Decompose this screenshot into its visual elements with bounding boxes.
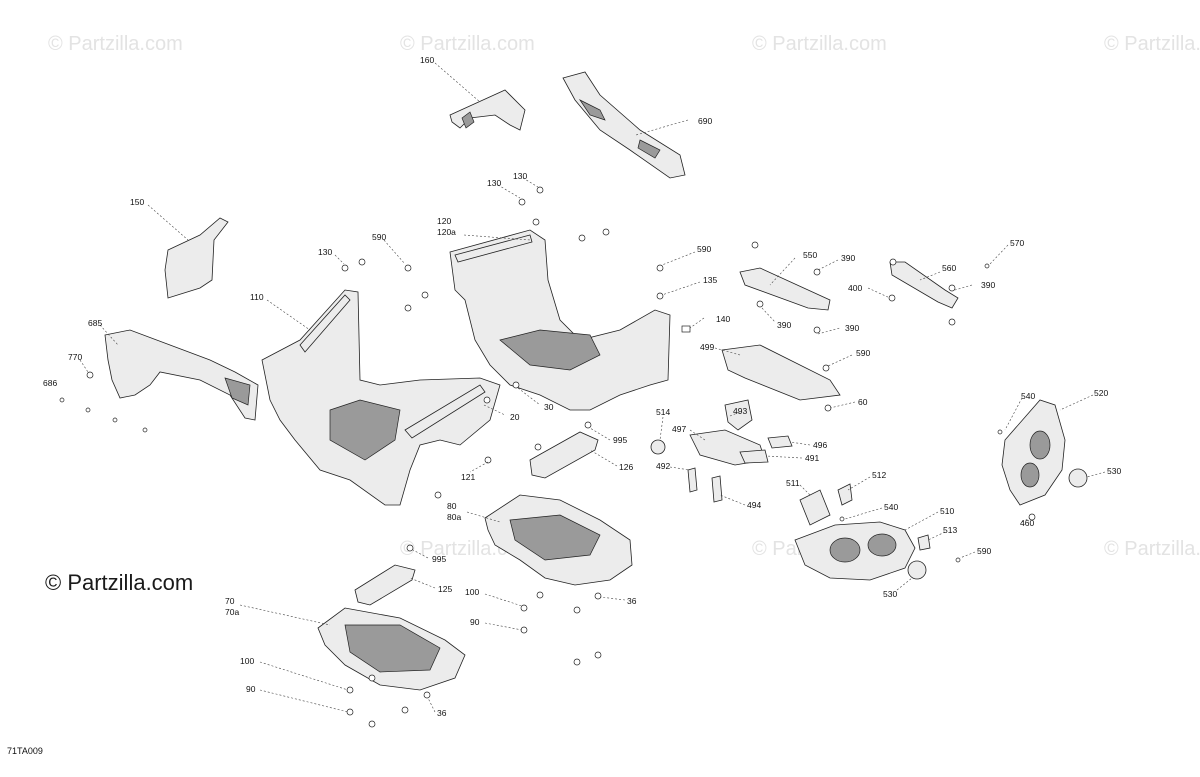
- part-499-plate: [721, 344, 841, 401]
- callout-20: 20: [510, 412, 520, 422]
- callout-80a: 80a: [447, 512, 461, 522]
- fastener-group: [59, 186, 1036, 728]
- callout-160: 160: [420, 55, 434, 65]
- callout-80: 80: [447, 501, 457, 511]
- partzilla-watermark: © Partzilla.com: [45, 570, 194, 595]
- part-550-brace: [739, 267, 831, 311]
- callout-120: 120: [437, 216, 451, 226]
- part-80-frame: [484, 494, 633, 586]
- callout-496: 496: [813, 440, 827, 450]
- part-125-bracket: [354, 564, 416, 606]
- callout-770: 770: [68, 352, 82, 362]
- part-70-grate: [317, 607, 466, 691]
- part-685-panel: [104, 329, 259, 421]
- callout-130: 130: [487, 178, 501, 188]
- callout-540: 540: [1021, 391, 1035, 401]
- callout-514: 514: [656, 407, 670, 417]
- part-690-side-cover: [562, 71, 686, 179]
- diagram-code: 71TA009: [7, 746, 43, 756]
- callout-labels: 160 690 150 130 130 120 120a 130 590 110…: [43, 55, 1121, 718]
- callout-100: 100: [465, 587, 479, 597]
- callout-512: 512: [872, 470, 886, 480]
- callout-150: 150: [130, 197, 144, 207]
- part-120-footwell: [449, 229, 671, 411]
- callout-70a: 70a: [225, 607, 239, 617]
- callout-686: 686: [43, 378, 57, 388]
- callout-590: 590: [697, 244, 711, 254]
- part-126-bracket: [529, 431, 599, 479]
- callout-590: 590: [856, 348, 870, 358]
- callout-511: 511: [786, 478, 800, 488]
- callout-499: 499: [700, 342, 714, 352]
- callout-530: 530: [883, 589, 897, 599]
- leader-lines: [79, 62, 1106, 713]
- watermark-text: © Partzilla.com: [48, 33, 183, 55]
- part-510-headlight: [794, 483, 931, 581]
- callout-460: 460: [1020, 518, 1034, 528]
- callout-400: 400: [848, 283, 862, 293]
- callout-120a: 120a: [437, 227, 456, 237]
- callout-995: 995: [432, 554, 446, 564]
- watermark-text: © Partzilla.com: [400, 33, 535, 55]
- callout-530: 530: [1107, 466, 1121, 476]
- callout-36: 36: [437, 708, 447, 718]
- callout-560: 560: [942, 263, 956, 273]
- callout-510: 510: [940, 506, 954, 516]
- callout-135: 135: [703, 275, 717, 285]
- callout-497: 497: [672, 424, 686, 434]
- part-150-cover: [164, 217, 229, 299]
- callout-36: 36: [627, 596, 637, 606]
- callout-90: 90: [470, 617, 480, 627]
- callout-125: 125: [438, 584, 452, 594]
- part-160-cover: [449, 89, 526, 131]
- part-490s-group: [650, 399, 793, 503]
- callout-540: 540: [884, 502, 898, 512]
- callout-390: 390: [845, 323, 859, 333]
- callout-690: 690: [698, 116, 712, 126]
- callout-121: 121: [461, 472, 475, 482]
- callout-110: 110: [250, 292, 264, 302]
- callout-520: 520: [1094, 388, 1108, 398]
- callout-390: 390: [841, 253, 855, 263]
- part-110-footwell: [261, 289, 501, 506]
- callout-140: 140: [716, 314, 730, 324]
- callout-70: 70: [225, 596, 235, 606]
- callout-493: 493: [733, 406, 747, 416]
- callout-492: 492: [656, 461, 670, 471]
- watermark-text: © Partzilla.com: [752, 33, 887, 55]
- part-560-brace: [889, 261, 959, 309]
- callout-513: 513: [943, 525, 957, 535]
- callout-995: 995: [613, 435, 627, 445]
- watermark-text: © Partzilla.com: [1104, 538, 1200, 560]
- callout-685: 685: [88, 318, 102, 328]
- callout-60: 60: [858, 397, 868, 407]
- callout-130: 130: [318, 247, 332, 257]
- part-514-disc: [650, 439, 666, 455]
- callout-590: 590: [372, 232, 386, 242]
- callout-100: 100: [240, 656, 254, 666]
- watermark-text: © Partzilla.com: [1104, 33, 1200, 55]
- callout-550: 550: [803, 250, 817, 260]
- callout-390: 390: [981, 280, 995, 290]
- callout-126: 126: [619, 462, 633, 472]
- part-520-headlight: [1001, 399, 1088, 506]
- part-530-lens: [1068, 468, 1088, 488]
- callout-570: 570: [1010, 238, 1024, 248]
- callout-590: 590: [977, 546, 991, 556]
- callout-491: 491: [805, 453, 819, 463]
- part-530-lens: [907, 560, 927, 580]
- callout-494: 494: [747, 500, 761, 510]
- callout-90: 90: [246, 684, 256, 694]
- callout-390: 390: [777, 320, 791, 330]
- callout-130: 130: [513, 171, 527, 181]
- callout-30: 30: [544, 402, 554, 412]
